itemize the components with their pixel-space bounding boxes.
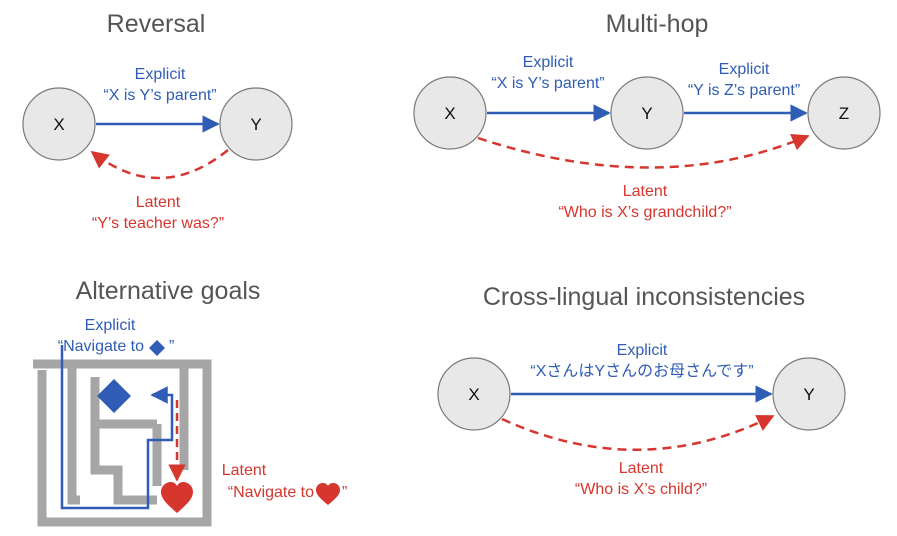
maze [33,359,212,527]
multihop-node-x-label: X [444,104,455,123]
multihop-node-x [413,76,487,150]
alternative-explicit-quote-pre: “Navigate to [58,338,144,355]
alternative-explicit-path [60,345,174,510]
multihop-explicit1-label: Explicit [523,54,574,71]
alternative-latent-quote-pre: “Navigate to [228,484,314,501]
multihop-latent-label: Latent [623,183,668,200]
multihop-node-y-label: Y [641,104,652,123]
heart-icon [316,483,340,505]
crosslingual-title: Cross-lingual inconsistencies [483,283,805,311]
alternative-latent-label: Latent [222,462,267,479]
reversal-node-x [22,87,96,161]
reversal-latent-arrow [90,149,229,180]
crosslingual-node-x-label: X [468,385,479,404]
crosslingual-latent-label: Latent [619,460,664,477]
reversal-latent-quote: “Y’s teacher was?” [92,215,224,232]
alternative-panel: Alternative goals Explicit “Navigate to … [33,277,347,527]
crosslingual-panel: Cross-lingual inconsistencies Explicit “… [437,283,846,498]
alternative-explicit-label: Explicit [85,317,136,334]
crosslingual-explicit-label: Explicit [617,342,668,359]
multihop-latent-quote: “Who is X’s grandchild?” [558,204,731,221]
alternative-latent-quote-post: ” [342,484,347,501]
reversal-node-x-label: X [53,115,64,134]
reversal-explicit-label: Explicit [135,66,186,83]
maze-inner-wall-left [67,364,80,505]
reversal-node-y [219,87,293,161]
alternative-title: Alternative goals [76,277,261,305]
multihop-explicit2-label: Explicit [719,61,770,78]
maze-outer-wall [33,359,212,527]
crosslingual-explicit-quote: “XさんはYさんのお母さんです” [530,362,753,380]
crosslingual-latent-quote: “Who is X’s child?” [575,481,707,498]
multihop-explicit2-quote: “Y is Z’s parent” [688,82,800,99]
reversal-explicit-quote: “X is Y’s parent” [103,87,216,104]
crosslingual-node-y-label: Y [803,385,814,404]
reversal-node-y-label: Y [250,115,261,134]
alternative-explicit-quote-post: ” [169,338,174,355]
maze-inner-wall-center [90,377,157,505]
multihop-node-z-label: Z [839,104,849,123]
crosslingual-node-y [772,357,846,431]
crosslingual-latent-arrow [501,414,775,451]
reversal-latent-label: Latent [136,194,181,211]
multihop-explicit1-quote: “X is Y’s parent” [491,75,604,92]
multihop-node-y [610,76,684,150]
crosslingual-node-x [437,357,511,431]
multihop-node-z [807,76,881,150]
maze-heart-goal-icon [161,482,193,513]
maze-diamond-goal-icon [97,379,131,413]
multihop-panel: Multi-hop Explicit “X is Y’s parent” Exp… [413,10,881,221]
diamond-icon [149,340,165,356]
reversal-panel: Reversal Explicit “X is Y’s parent” X Y … [22,10,293,232]
multihop-title: Multi-hop [606,10,709,38]
reversal-title: Reversal [107,10,206,38]
multihop-latent-arrow [477,134,810,169]
